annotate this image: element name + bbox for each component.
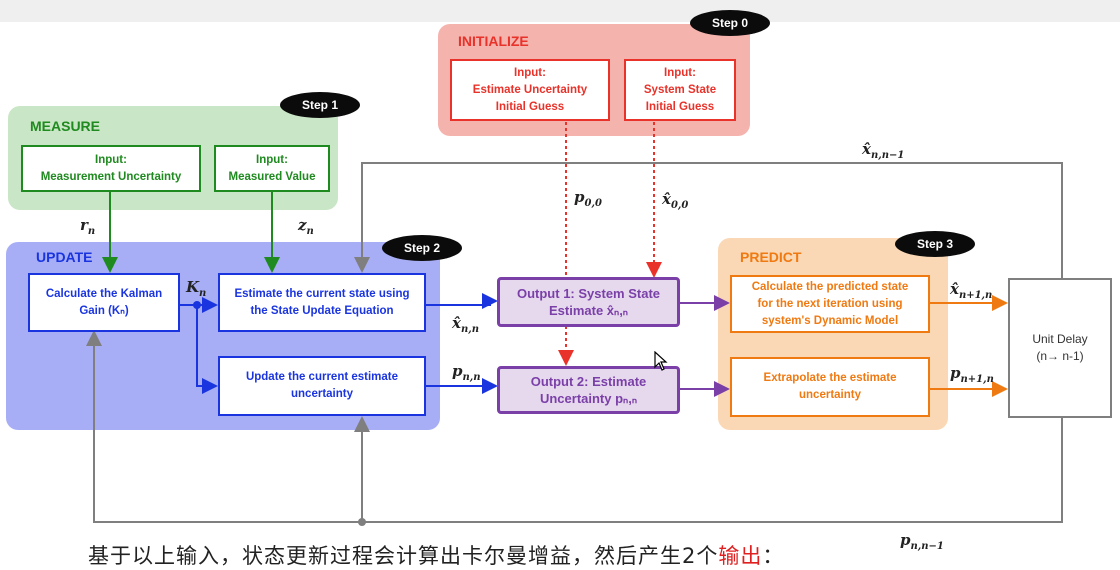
label-r-n: rn	[80, 216, 96, 237]
box-line: Calculate the predicted state	[751, 280, 909, 293]
box-line: Gain (Kₙ)	[79, 304, 129, 317]
calculate-predicted-state-box: Calculate the predicted state for the nex…	[730, 275, 930, 333]
box-line: Output 1: System State	[516, 286, 661, 301]
box-line: uncertainty	[799, 389, 861, 401]
box-line: Input:	[514, 66, 546, 79]
box-line: Estimate the current state using	[234, 287, 410, 300]
box-line: uncertainty	[291, 388, 353, 400]
extrapolate-uncertainty-box: Extrapolate the estimate uncertainty	[730, 357, 930, 417]
update-title: UPDATE	[36, 249, 93, 265]
update-uncertainty-box: Update the current estimate uncertainty	[218, 356, 426, 416]
box-line: the State Update Equation	[250, 304, 394, 317]
box-line: Measured Value	[228, 170, 316, 183]
label-p-nn: pn,n	[452, 362, 481, 383]
input-measurement-uncertainty: Input: Measurement Uncertainty	[21, 145, 201, 192]
label-z-n: zn	[298, 216, 314, 237]
label-p-00: p0,0	[574, 188, 602, 209]
label-p-n1n: pn+1,n	[950, 364, 994, 385]
box-line: System State	[643, 83, 717, 96]
caption-text: 基于以上输入，状态更新过程会计算出卡尔曼增益，然后产生2个输出：	[88, 544, 785, 568]
unit-delay-title: Unit Delay	[1032, 332, 1088, 346]
box-line: Estimate Uncertainty	[472, 83, 588, 96]
label-x-00: x̂0,0	[662, 190, 689, 211]
box-line: system's Dynamic Model	[761, 314, 899, 327]
initialize-title: INITIALIZE	[458, 33, 529, 49]
step-3-badge: Step 3	[895, 231, 975, 257]
box-line: Uncertainty pₙ,ₙ	[539, 391, 638, 406]
measure-title: MEASURE	[30, 118, 101, 134]
step-0-badge: Step 0	[690, 10, 770, 36]
box-line: Extrapolate the estimate	[763, 372, 897, 384]
box-line: Output 2: Estimate	[530, 374, 647, 389]
input-measured-value: Input: Measured Value	[214, 145, 330, 192]
mouse-cursor-icon	[654, 351, 668, 371]
label-p-nn1: pn,n−1	[900, 531, 944, 552]
step-2-badge: Step 2	[382, 235, 462, 261]
box-line: Input:	[664, 66, 696, 79]
estimate-current-state-box: Estimate the current state using the Stat…	[218, 273, 426, 332]
label-x-n1n: x̂n+1,n	[950, 280, 993, 301]
box-line: Estimate x̂ₙ,ₙ	[548, 303, 628, 318]
box-line: for the next iteration using	[757, 297, 903, 310]
top-band	[0, 0, 1120, 22]
label-x-nn: x̂n,n	[452, 314, 479, 335]
box-line: Initial Guess	[495, 100, 565, 113]
box-line: Initial Guess	[645, 100, 715, 113]
box-line: Measurement Uncertainty	[40, 170, 182, 183]
box-line: Input:	[95, 153, 127, 166]
predict-title: PREDICT	[740, 249, 802, 265]
unit-delay-formula: (n→ n-1)	[1036, 349, 1084, 363]
label-x-nn1: x̂n,n−1	[862, 140, 905, 161]
unit-delay-box: Unit Delay (n→ n-1)	[1008, 278, 1112, 418]
box-line: Calculate the Kalman	[45, 287, 163, 300]
box-line: Update the current estimate	[245, 371, 399, 383]
label-k-n: Kn	[186, 278, 207, 299]
box-line: Input:	[256, 153, 288, 166]
step-1-badge: Step 1	[280, 92, 360, 118]
